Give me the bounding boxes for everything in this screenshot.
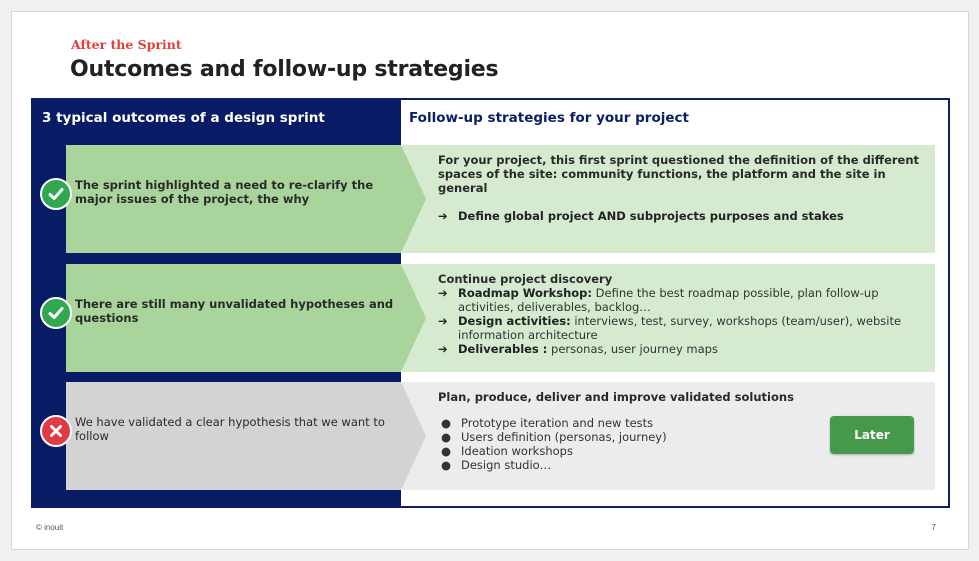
strategy-lead: Plan, produce, deliver and improve valid…: [438, 390, 794, 404]
check-icon: [40, 178, 72, 210]
outcome-chevron-2: [66, 264, 426, 372]
strategy-content: Plan, produce, deliver and improve valid…: [438, 390, 928, 472]
strategy-box-1: [402, 145, 935, 253]
bullet-icon: ●: [441, 444, 452, 458]
strategy-lead: Continue project discovery: [438, 272, 613, 286]
arrow-right-icon: ➔: [438, 286, 448, 300]
strategy-item-text: personas, user journey maps: [547, 342, 718, 356]
strategy-item-bold: Roadmap Workshop:: [458, 286, 592, 300]
later-button[interactable]: Later: [830, 416, 914, 454]
strategy-box-2: [402, 264, 935, 372]
list-item: ●Ideation workshops: [441, 444, 573, 458]
list-item: ●Prototype iteration and new tests: [441, 416, 654, 430]
page-number: 7: [931, 523, 936, 532]
strategy-item: ➔ Design activities: interviews, test, s…: [438, 314, 928, 342]
strategy-item-text: interviews, test, survey, workshops (tea…: [458, 314, 902, 342]
outcome-text: We have validated a clear hypothesis tha…: [75, 415, 385, 443]
bullet-icon: ●: [441, 458, 452, 472]
page-title: Outcomes and follow-up strategies: [70, 57, 499, 82]
outcome-text: The sprint highlighted a need to re-clar…: [75, 178, 374, 206]
strategy-item: ➔ Roadmap Workshop: Define the best road…: [438, 286, 928, 314]
strategy-content: Continue project discovery ➔ Roadmap Wor…: [438, 272, 928, 356]
list-item: ●Design studio…: [441, 458, 552, 472]
footer-copyright: © inouit: [36, 523, 64, 532]
outcomes-heading: 3 typical outcomes of a design sprint: [42, 110, 325, 126]
strategy-item: ➔ Deliverables : personas, user journey …: [438, 342, 928, 356]
slide: After the Sprint Outcomes and follow-up …: [11, 11, 969, 550]
strategy-item: ➔ Define global project AND subprojects …: [438, 209, 928, 223]
check-icon: [40, 297, 72, 329]
arrow-right-icon: ➔: [438, 314, 448, 328]
strategy-item-text: Define the best roadmap possible, plan f…: [458, 286, 879, 314]
strategy-item-bold: Define global project AND subprojects pu…: [458, 209, 844, 223]
arrow-right-icon: ➔: [438, 209, 448, 223]
content-frame: 3 typical outcomes of a design sprint Fo…: [31, 98, 950, 508]
slide-eyebrow: After the Sprint: [71, 37, 182, 52]
outcome-text: There are still many unvalidated hypothe…: [75, 297, 394, 325]
outcome-chevron-1: [66, 145, 426, 253]
strategy-item-bold: Design activities:: [458, 314, 571, 328]
bullet-icon: ●: [441, 416, 452, 430]
strategy-content: For your project, this first sprint ques…: [438, 153, 928, 223]
bullet-icon: ●: [441, 430, 452, 444]
bullet-list: ●Prototype iteration and new tests ●User…: [438, 416, 928, 472]
strategy-item-bold: Deliverables :: [458, 342, 548, 356]
outcome-row-1: The sprint highlighted a need to re-clar…: [33, 145, 948, 253]
list-item: ●Users definition (personas, journey): [441, 430, 667, 444]
outcome-row-2: There are still many unvalidated hypothe…: [33, 264, 948, 372]
outcome-row-3: We have validated a clear hypothesis tha…: [33, 382, 948, 490]
strategies-heading: Follow-up strategies for your project: [409, 110, 689, 126]
cross-icon: [40, 415, 72, 447]
strategy-lead: For your project, this first sprint ques…: [438, 153, 920, 195]
arrow-right-icon: ➔: [438, 342, 448, 356]
outcome-chevron-3: [66, 382, 426, 490]
